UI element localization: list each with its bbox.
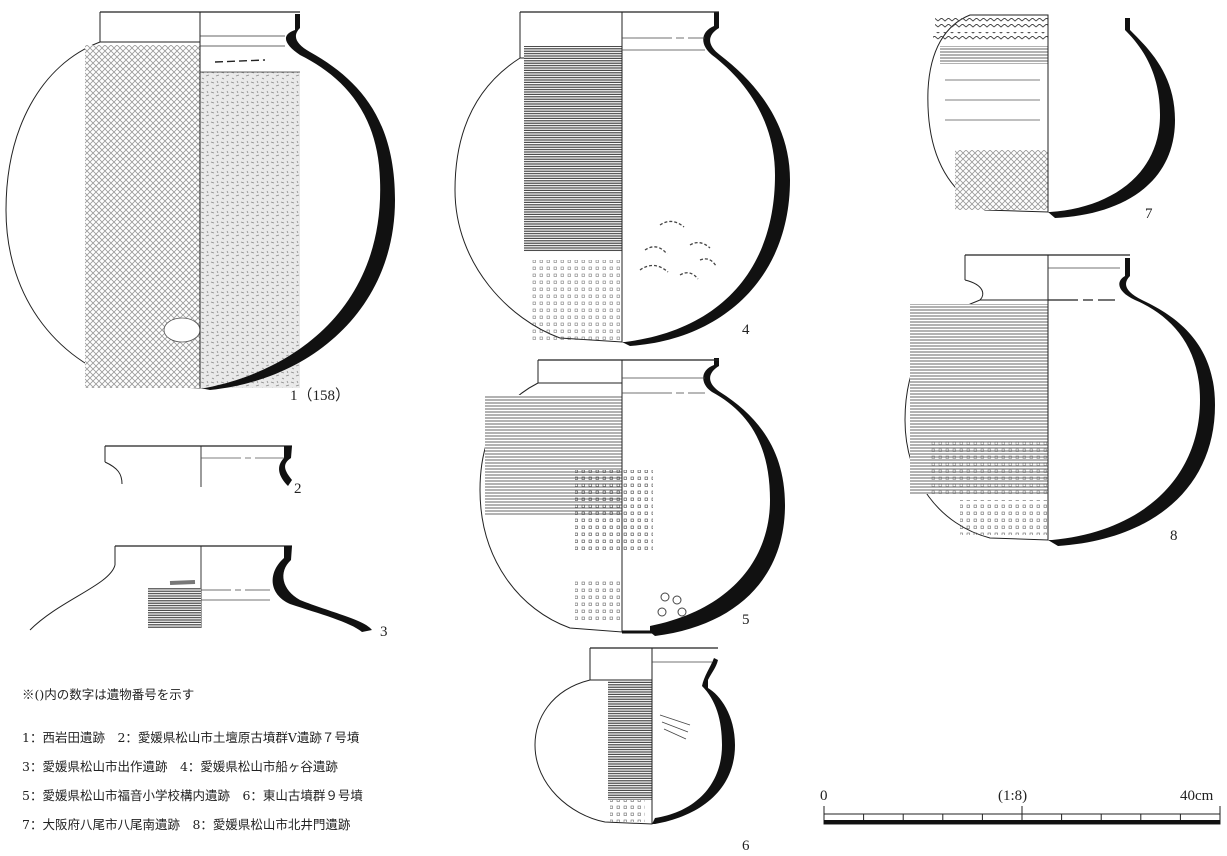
scale-end-label: 40cm bbox=[1180, 788, 1214, 804]
vessel-label-2: 2 bbox=[294, 481, 302, 497]
vessel-label-8: 8 bbox=[1170, 528, 1178, 544]
vessel-1-drawing bbox=[5, 11, 395, 390]
vessel-8-drawing bbox=[904, 254, 1215, 546]
scale-start-label: 0 bbox=[820, 788, 828, 804]
vessel-4-drawing bbox=[454, 11, 790, 346]
vessel-2-drawing bbox=[104, 445, 292, 487]
vessel-5-drawing bbox=[479, 358, 785, 636]
vessel-3-drawing bbox=[29, 545, 372, 632]
vessel-label-7: 7 bbox=[1145, 206, 1153, 222]
legend-note: ※()内の数字は遺物番号を示す bbox=[22, 687, 195, 702]
legend-row-4: 7：大阪府八尾市八尾南遺跡 8：愛媛県松山市北井門遺跡 bbox=[22, 817, 351, 832]
legend-row-1: 1：西岩田遺跡 2：愛媛県松山市土壇原古墳群Ⅴ遺跡７号墳 bbox=[22, 730, 360, 745]
vessel-label-6: 6 bbox=[742, 838, 750, 854]
vessel-7-drawing bbox=[927, 14, 1175, 218]
site-legend: ※()内の数字は遺物番号を示す 1：西岩田遺跡 2：愛媛県松山市土壇原古墳群Ⅴ遺… bbox=[22, 684, 492, 843]
vessel-6-drawing bbox=[534, 647, 735, 825]
vessel-label-3: 3 bbox=[380, 624, 388, 640]
vessel-label-1: 1（158） bbox=[290, 387, 350, 404]
vessel-label-4: 4 bbox=[742, 322, 750, 338]
legend-row-3: 5：愛媛県松山市福音小学校構内遺跡 6：東山古墳群９号墳 bbox=[22, 788, 363, 803]
legend-row-2: 3：愛媛県松山市出作遺跡 4：愛媛県松山市船ヶ谷遺跡 bbox=[22, 759, 338, 774]
vessel-label-5: 5 bbox=[742, 612, 750, 628]
scale-ratio-label: (1:8) bbox=[998, 788, 1027, 804]
scale-bar: 0 (1:8) 40cm bbox=[820, 788, 1221, 825]
